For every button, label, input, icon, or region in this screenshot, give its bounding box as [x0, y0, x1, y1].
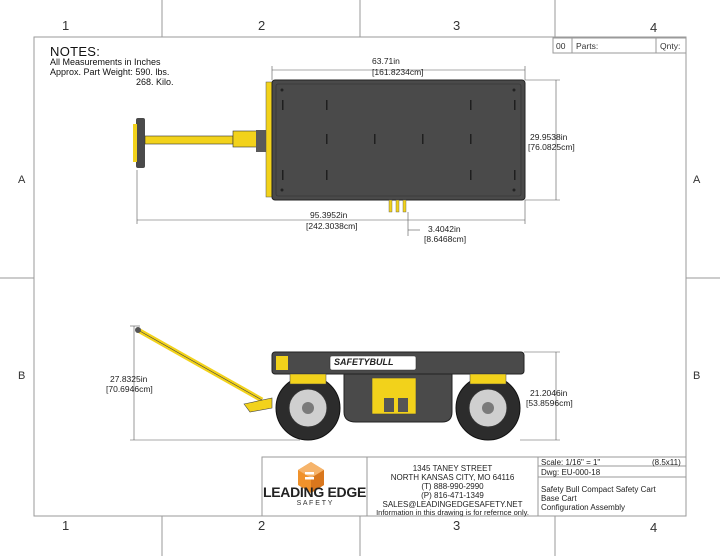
- zone-label-bottom-3: 3: [453, 518, 461, 533]
- address-line-2: NORTH KANSAS CITY, MO 64116: [390, 473, 515, 482]
- zone-label-top-1: 1: [62, 18, 70, 33]
- parts-qty-box: 00: [556, 41, 566, 51]
- zone-label-right-b: B: [693, 370, 701, 382]
- handle-grip-yellow: [133, 124, 137, 162]
- dim-handle-height-cm: [70.6946cm]: [106, 384, 153, 394]
- dim-width-cm: [76.0825cm]: [528, 142, 575, 152]
- handle-grip: [136, 118, 145, 168]
- notes-line-2: Approx. Part Weight: 590. lbs.: [50, 67, 170, 77]
- notes-title: NOTES:: [50, 44, 101, 59]
- cart-side-view: [135, 327, 525, 441]
- title-block: [261, 456, 687, 517]
- cart-top-view: [133, 79, 526, 213]
- id-plate: [276, 356, 288, 370]
- leading-edge-logo-mark: [298, 462, 324, 493]
- dim-hitch-offset-cm: [8.6468cm]: [424, 234, 467, 244]
- zone-label-top-3: 3: [453, 18, 461, 33]
- cart-brand-label: SAFETYBULL: [334, 357, 394, 367]
- fax-line: (P) 816-471-1349: [421, 491, 484, 500]
- side-dimension-lines: [130, 325, 560, 441]
- deck-slots: [282, 100, 516, 180]
- qnty-label: Qnty:: [660, 41, 681, 51]
- email-line: SALES@LEADINGEDGESAFETY.NET: [382, 500, 523, 509]
- dim-deck-height-in: 21.2046in: [530, 388, 568, 398]
- zone-label-left-a: A: [18, 174, 26, 186]
- address-line-1: 1345 TANEY STREET: [412, 464, 493, 473]
- zone-label-bottom-2: 2: [258, 518, 266, 533]
- dim-hitch-offset-in: 3.4042in: [428, 224, 461, 234]
- zone-label-top-4: 4: [650, 20, 658, 35]
- dim-width-in: 29.9538in: [530, 132, 568, 142]
- description-line-3: Configuration Assembly: [541, 503, 626, 512]
- dim-overall-length-in: 95.3952in: [310, 210, 348, 220]
- drawing-number: Dwg: EU-000-18: [541, 468, 601, 477]
- scale-label: Scale: 1/16" = 1": [541, 458, 601, 467]
- tow-bar: [144, 135, 234, 145]
- disclaimer-line: Information in this drawing is for refer…: [376, 508, 529, 517]
- sheet-size-label: (8.5x11): [652, 458, 681, 467]
- dim-top-length-cm: [161.8234cm]: [372, 67, 424, 77]
- dim-handle-height-in: 27.8325in: [110, 374, 148, 384]
- parts-label: Parts:: [576, 41, 599, 51]
- dim-top-length-in: 63.71in: [372, 56, 400, 66]
- deck-plate: [271, 79, 526, 201]
- zone-label-left-b: B: [18, 370, 26, 382]
- dim-overall-length-cm: [242.3038cm]: [306, 221, 358, 231]
- locking-pins: [388, 199, 407, 213]
- zone-label-right-a: A: [693, 174, 701, 186]
- description-line-1: Safety Bull Compact Safety Cart: [541, 485, 656, 494]
- zone-label-top-2: 2: [258, 18, 266, 33]
- rear-wheel: [275, 375, 341, 441]
- zone-label-bottom-1: 1: [62, 518, 70, 533]
- zone-label-bottom-4: 4: [650, 520, 658, 535]
- logo-sub-text: S A F E T Y: [296, 500, 333, 507]
- top-dimension-lines: [136, 66, 560, 236]
- hitch-side: [243, 397, 273, 413]
- dim-deck-height-cm: [53.8596cm]: [526, 398, 573, 408]
- phone-line: (T) 888-990-2990: [421, 482, 484, 491]
- parts-table: [552, 37, 687, 54]
- notes-line-3: 268. Kilo.: [136, 77, 174, 87]
- logo-main-text: LEADING EDGE: [263, 484, 366, 500]
- front-wheel: [455, 375, 521, 441]
- description-line-2: Base Cart: [541, 494, 577, 503]
- notes-line-1: All Measurements in Inches: [50, 57, 161, 67]
